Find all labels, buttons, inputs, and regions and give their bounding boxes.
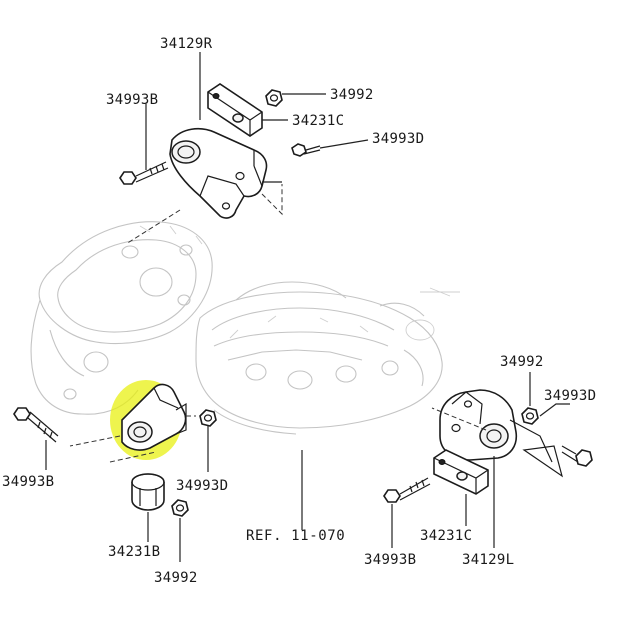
label-34993B-bottom[interactable]: 34993B xyxy=(364,552,416,568)
label-34129R[interactable]: 34129R xyxy=(160,36,213,52)
leader-lines-right xyxy=(301,372,570,548)
bolt-34993B-top[interactable] xyxy=(119,161,169,185)
label-ref-11-070[interactable]: REF. 11-070 xyxy=(246,528,345,544)
transmission-housing-outline xyxy=(30,221,213,415)
nut-top[interactable] xyxy=(265,89,283,107)
mount-bracket-left-small[interactable] xyxy=(121,383,187,451)
bolt-34993B-left[interactable] xyxy=(13,407,59,443)
label-34993B-left[interactable]: 34993B xyxy=(2,474,54,490)
part-labels: 34129R 34992 34993B 34231C 34993D 34992 … xyxy=(2,36,596,586)
bolt-34993B-right[interactable] xyxy=(383,477,431,503)
mount-bracket-left[interactable] xyxy=(439,389,553,463)
leader-lines-top xyxy=(125,52,369,245)
nut-bottom[interactable] xyxy=(171,499,189,517)
label-34993D-top[interactable]: 34993D xyxy=(372,131,424,147)
mount-bracket-right[interactable] xyxy=(169,127,268,219)
bolt-34993D-right[interactable] xyxy=(561,445,593,467)
label-34993D-right[interactable]: 34993D xyxy=(544,388,596,404)
bushing-34231B[interactable] xyxy=(131,473,165,511)
stopper-block-right[interactable] xyxy=(433,449,489,495)
stopper-block-top[interactable] xyxy=(207,83,263,137)
label-34992-top[interactable]: 34992 xyxy=(330,87,374,103)
label-34231C-top[interactable]: 34231C xyxy=(292,113,344,129)
label-34993B-top[interactable]: 34993B xyxy=(106,92,158,108)
bolt-34993D-left[interactable] xyxy=(199,409,217,427)
label-34129L[interactable]: 34129L xyxy=(462,552,514,568)
leader-lines-left xyxy=(45,415,209,562)
engine-block-outline xyxy=(195,281,460,435)
bolt-34993D-top[interactable] xyxy=(291,143,321,157)
label-34992-bottom[interactable]: 34992 xyxy=(154,570,198,586)
label-34231C-right[interactable]: 34231C xyxy=(420,528,472,544)
label-34231B[interactable]: 34231B xyxy=(108,544,160,560)
label-34992-right[interactable]: 34992 xyxy=(500,354,544,370)
label-34993D-left[interactable]: 34993D xyxy=(176,478,228,494)
nut-right[interactable] xyxy=(521,407,539,425)
